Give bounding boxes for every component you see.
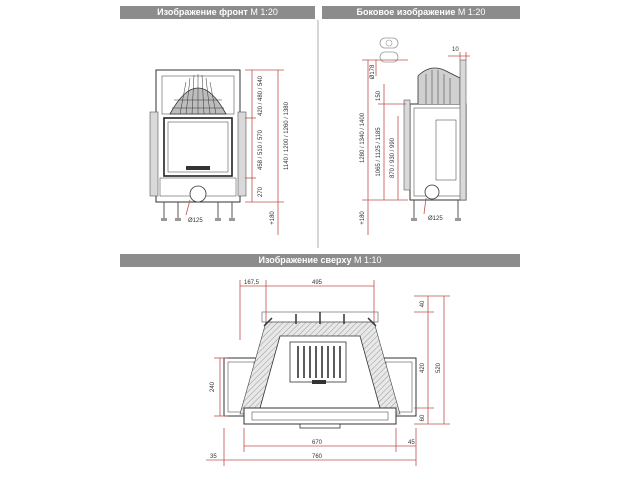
front-dim-total: 1140 / 1200 / 1260 / 1380 bbox=[284, 101, 290, 170]
front-dim-base: 270 bbox=[258, 186, 264, 197]
side-dim-150: 150 bbox=[376, 90, 382, 101]
side-dim-left-total: 1280 / 1340 / 1400 bbox=[360, 112, 366, 163]
front-dim-mid: 458 / 510 / 570 bbox=[258, 129, 264, 170]
top-dim-45: 45 bbox=[408, 440, 415, 446]
side-dim-depth-top: 10 bbox=[452, 47, 459, 53]
top-view-scale: M 1:10 bbox=[353, 255, 382, 265]
side-dim-flue: Ø178 bbox=[370, 64, 376, 79]
front-view-title: Изображение фронт bbox=[157, 7, 248, 17]
top-dim-left-offset: 167,5 bbox=[244, 280, 260, 286]
side-dimensions bbox=[362, 52, 470, 235]
front-dim-top: 420 / 480 / 540 bbox=[258, 75, 264, 116]
top-dimensions bbox=[206, 280, 450, 466]
top-dim-40: 40 bbox=[420, 300, 426, 307]
top-view-header: Изображение сверху M 1:10 bbox=[120, 254, 520, 267]
top-dim-35: 35 bbox=[210, 454, 217, 460]
side-view-header: Боковое изображение M 1:20 bbox=[322, 6, 520, 19]
top-dim-420: 420 bbox=[420, 362, 426, 373]
top-dim-760: 760 bbox=[312, 454, 323, 460]
top-view-title: Изображение сверху bbox=[258, 255, 352, 265]
front-view-header: Изображение фронт M 1:20 bbox=[120, 6, 315, 19]
top-dim-240: 240 bbox=[210, 381, 216, 392]
top-dim-670: 670 bbox=[312, 440, 323, 446]
top-dim-width-495: 495 bbox=[312, 280, 323, 286]
side-view-scale: M 1:20 bbox=[457, 7, 486, 17]
front-dim-foot: +180 bbox=[270, 211, 276, 225]
side-dim-foot: +180 bbox=[360, 211, 366, 225]
side-dim-pipe: Ø125 bbox=[428, 216, 443, 222]
top-dim-60: 60 bbox=[420, 414, 426, 421]
side-view-title: Боковое изображение bbox=[356, 7, 456, 17]
front-dimensions bbox=[185, 69, 284, 235]
top-view-drawing bbox=[223, 311, 417, 429]
side-view-drawing bbox=[379, 37, 467, 221]
front-view-scale: M 1:20 bbox=[250, 7, 278, 17]
side-dim-inner: 870 / 930 / 990 bbox=[390, 137, 396, 178]
side-dim-mid-total: 1065 / 1125 / 1185 bbox=[376, 127, 382, 177]
front-view-drawing bbox=[149, 69, 247, 221]
top-dim-520: 520 bbox=[436, 362, 442, 373]
front-dim-pipe: Ø125 bbox=[188, 218, 203, 224]
